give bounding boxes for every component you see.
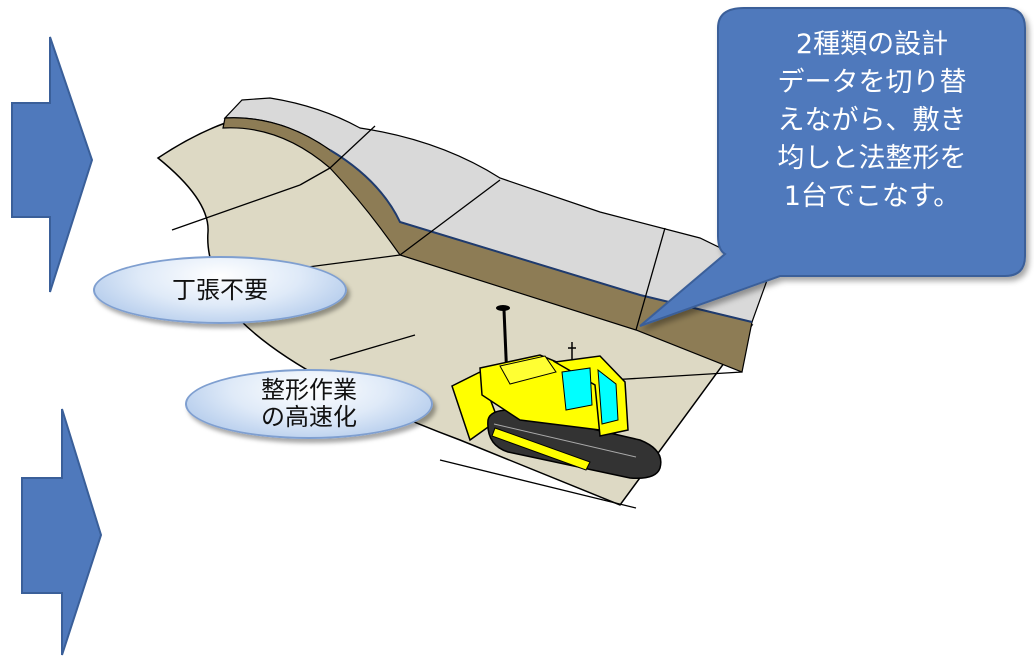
arrow-lower — [21, 408, 103, 656]
label-faster-shaping: 整形作業 の高速化 — [185, 369, 433, 439]
arrow-upper — [11, 36, 94, 293]
label-no-stakes: 丁張不要 — [93, 256, 347, 324]
callout-bubble — [639, 7, 1026, 327]
bulldozer — [451, 305, 662, 480]
label-no-stakes-text: 丁張不要 — [172, 275, 268, 304]
label-faster-shaping-text: 整形作業 の高速化 — [261, 376, 357, 431]
callout-text: 2種類の設計 データを切り替 えながら、敷き 均しと法整形を 1台でこなす。 — [777, 29, 967, 212]
